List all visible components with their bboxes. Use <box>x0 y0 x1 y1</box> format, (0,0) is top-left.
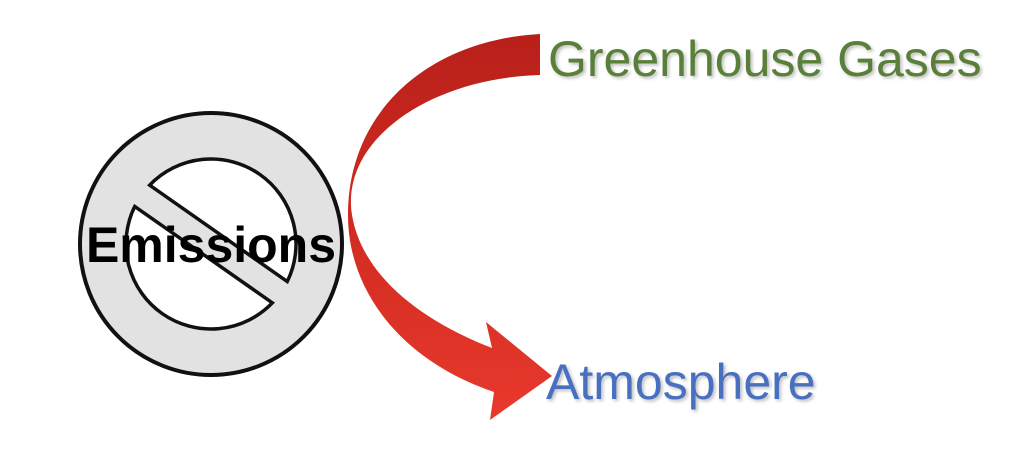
curved-arrow-icon <box>348 34 552 420</box>
atmosphere-label: Atmosphere <box>546 354 816 410</box>
no-symbol-icon <box>78 111 344 377</box>
emissions-label: Emissions <box>86 217 336 273</box>
greenhouse-gases-label: Greenhouse Gases <box>548 31 982 87</box>
no-symbol-inner <box>124 157 298 331</box>
